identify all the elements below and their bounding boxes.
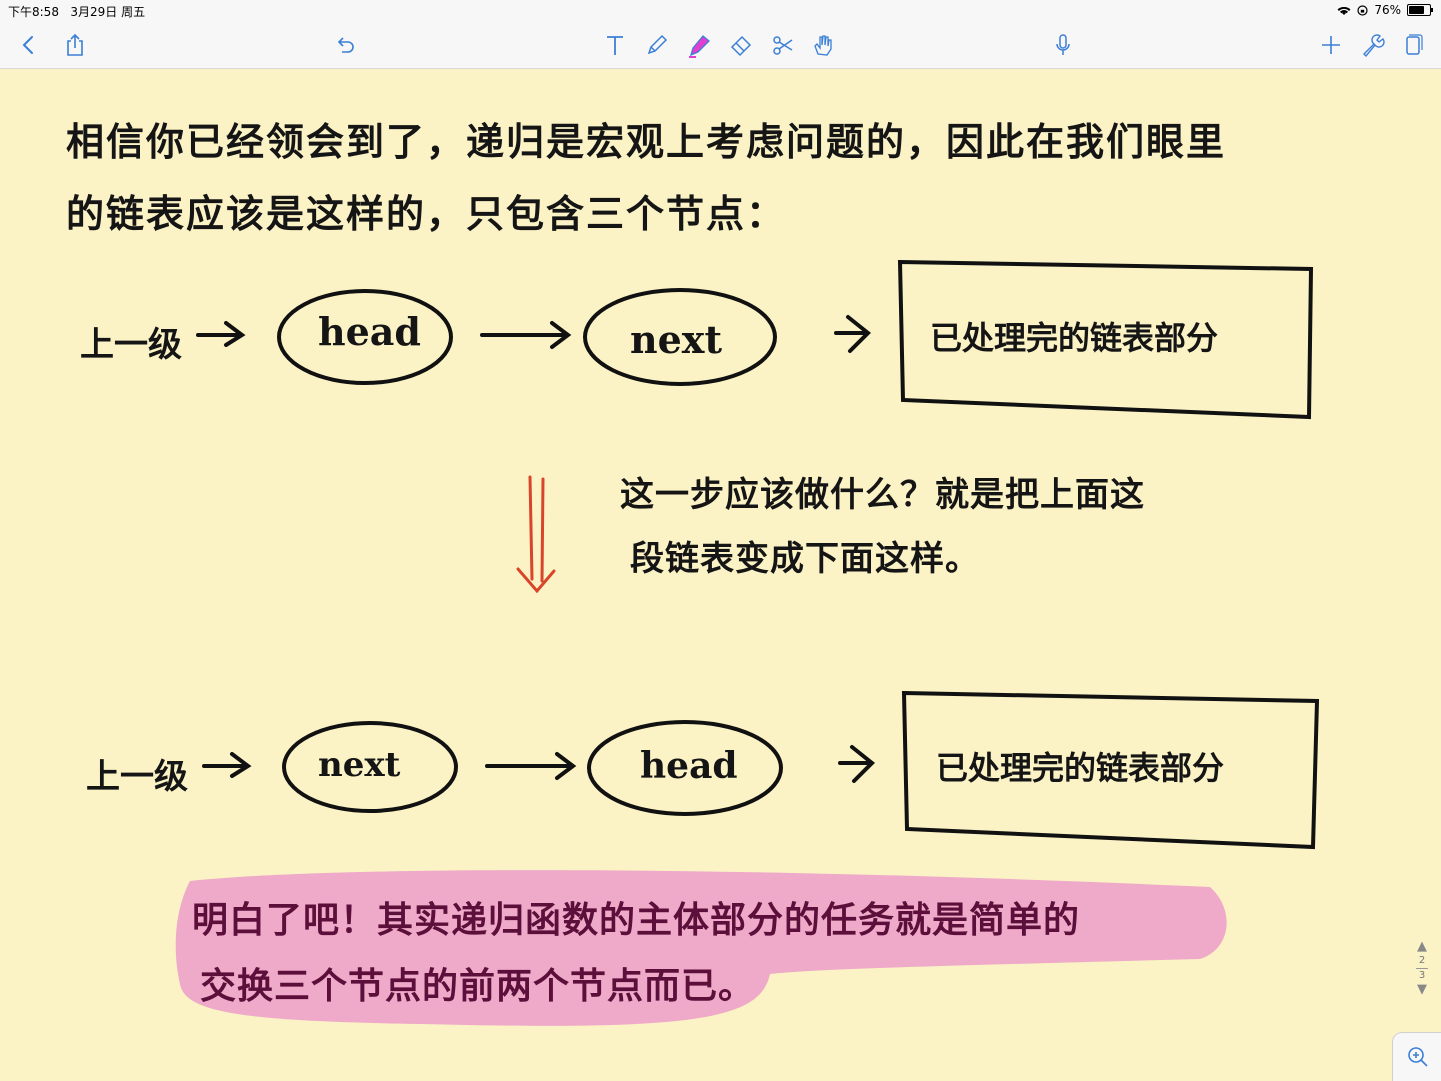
rotation-lock-icon [1357, 4, 1368, 16]
status-bar: 下午8:58 3月29日 周五 76% [0, 0, 1441, 22]
wrench-icon [1363, 34, 1385, 58]
lasso-scissors-icon [773, 36, 793, 55]
intro-line-1: 相信你已经领会到了，递归是宏观上考虑问题的，因此在我们眼里 [66, 119, 1227, 164]
top-node-next-label: next [630, 317, 723, 362]
top-node-next [583, 288, 777, 386]
pen-icon [647, 34, 668, 55]
status-date: 3月29日 周五 [70, 5, 146, 19]
text-tool-button[interactable] [598, 28, 632, 62]
down-arrow-line-a [528, 475, 534, 581]
undo-button[interactable] [328, 28, 362, 62]
share-icon [67, 33, 83, 56]
zoom-button[interactable] [1392, 1032, 1441, 1081]
page-divider [1416, 968, 1428, 969]
zoom-in-icon [1407, 1047, 1428, 1067]
top-node-head [277, 289, 453, 385]
conclusion-line-2: 交换三个节点的前两个节点而已。 [200, 965, 756, 1007]
text-tool-icon [607, 36, 623, 55]
top-arrow-3 [834, 315, 871, 353]
top-processed-label: 已处理完的链表部分 [930, 319, 1219, 357]
eraser-tool-button[interactable] [724, 28, 758, 62]
page-current: 2 [1418, 955, 1426, 966]
middle-note-line-2: 段链表变成下面这样。 [630, 539, 980, 579]
plus-icon [1322, 36, 1340, 54]
down-arrow-line-b [540, 477, 545, 583]
page-total: 3 [1418, 970, 1426, 981]
bottom-processed-box [901, 690, 1320, 850]
battery-icon [1407, 4, 1433, 16]
status-time-date: 下午8:58 3月29日 周五 [8, 3, 145, 20]
ink-drawing [175, 259, 1320, 1026]
lasso-tool-button[interactable] [766, 28, 800, 62]
battery-percent: 76% [1374, 3, 1401, 17]
eraser-icon [730, 35, 752, 57]
share-button[interactable] [58, 28, 92, 62]
top-arrow-1 [196, 321, 246, 347]
wifi-icon [1337, 6, 1351, 15]
highlighter-icon [689, 35, 710, 58]
chevron-left-icon [22, 36, 33, 54]
pages-button[interactable] [1396, 28, 1430, 62]
top-node-head-label: head [318, 309, 421, 354]
settings-button[interactable] [1356, 28, 1390, 62]
top-processed-box [897, 259, 1314, 420]
page-indicator: ▲ 2 3 ▼ [1409, 940, 1435, 997]
bottom-upper-level-label: 上一级 [86, 757, 188, 797]
bottom-node-head-label: head [640, 745, 738, 787]
undo-icon [337, 37, 354, 53]
conclusion-highlight [175, 870, 1227, 1026]
bottom-node-head [587, 720, 783, 816]
back-button[interactable] [12, 28, 46, 62]
intro-line-2: 的链表应该是这样的，只包含三个节点： [66, 191, 787, 236]
add-page-button[interactable] [1314, 28, 1348, 62]
microphone-button[interactable] [1046, 28, 1080, 62]
toolbar [0, 22, 1441, 69]
bottom-arrow-2 [485, 752, 577, 780]
page-down-button[interactable]: ▼ [1417, 982, 1427, 997]
top-arrow-2 [480, 321, 572, 349]
bottom-node-next [282, 721, 458, 813]
microphone-icon [1056, 34, 1070, 55]
bottom-arrow-1 [202, 752, 252, 778]
top-upper-level-label: 上一级 [80, 325, 182, 365]
conclusion-line-1: 明白了吧！其实递归函数的主体部分的任务就是简单的 [192, 899, 1081, 941]
page-up-button[interactable]: ▲ [1417, 939, 1427, 954]
bottom-arrow-3 [838, 745, 875, 783]
pen-tool-button[interactable] [640, 28, 674, 62]
hand-icon [814, 35, 832, 56]
pages-icon [1406, 34, 1423, 55]
hand-tool-button[interactable] [806, 28, 840, 62]
note-canvas[interactable]: 相信你已经领会到了，递归是宏观上考虑问题的，因此在我们眼里 的链表应该是这样的，… [0, 69, 1441, 1080]
status-time: 下午8:58 [8, 5, 59, 19]
bottom-processed-label: 已处理完的链表部分 [936, 749, 1225, 787]
middle-note-line-1: 这一步应该做什么？就是把上面这 [620, 475, 1145, 515]
status-right: 76% [1337, 3, 1433, 17]
bottom-node-next-label: next [318, 745, 401, 785]
highlighter-tool-button[interactable] [682, 28, 716, 62]
down-arrow-head [516, 567, 556, 594]
